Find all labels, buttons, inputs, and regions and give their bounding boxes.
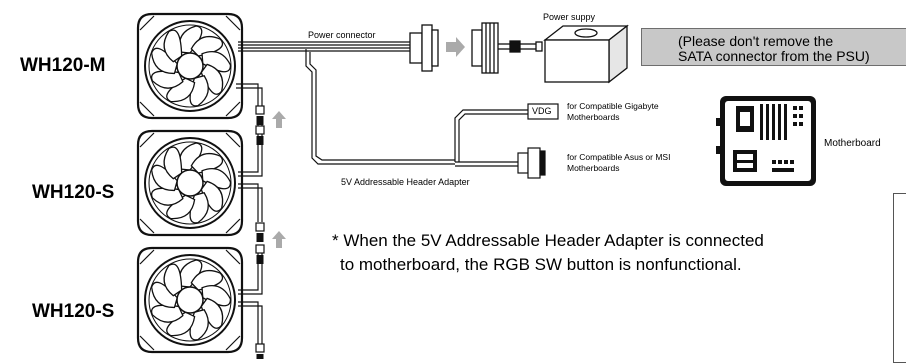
fan-slave-2-icon	[136, 246, 244, 354]
chain-connector-icon	[255, 105, 265, 126]
chain-connector-icon	[255, 125, 265, 146]
gigabyte-label: for Compatible Gigabyte Motherboards	[567, 101, 659, 123]
motherboard-icon	[716, 96, 816, 186]
warning-line-2: SATA connector from the PSU)	[678, 48, 870, 64]
asus-msi-line-1: for Compatible Asus or MSI	[567, 152, 671, 162]
power-connector-label: Power connector	[308, 30, 376, 40]
header-adapter-cable	[305, 49, 530, 167]
fan-master-icon	[136, 12, 244, 120]
warning-line-1: (Please don't remove the	[678, 33, 834, 49]
power-supply-icon	[543, 24, 629, 84]
header-adapter-label: 5V Addressable Header Adapter	[341, 177, 470, 187]
right-arrow-icon	[446, 37, 465, 57]
fan-master-label: WH120-M	[20, 55, 106, 76]
note-line-1: * When the 5V Addressable Header Adapter…	[332, 231, 764, 250]
gigabyte-line-2: Motherboards	[567, 112, 620, 122]
note-line-2: to motherboard, the RGB SW button is non…	[340, 255, 742, 274]
psu-plug-icon	[471, 22, 543, 74]
gigabyte-line-1: for Compatible Gigabyte	[567, 101, 659, 111]
fan-slave-1-label: WH120-S	[32, 182, 115, 203]
sata-connector-icon	[409, 24, 439, 72]
chain-connector-icon	[255, 244, 265, 265]
asus-msi-label: for Compatible Asus or MSI Motherboards	[567, 152, 670, 174]
vdg-connector-icon	[527, 103, 559, 120]
chain-connector-icon	[255, 343, 265, 359]
motherboard-label: Motherboard	[824, 138, 881, 149]
up-arrow-icon	[272, 231, 286, 248]
up-arrow-icon	[272, 111, 286, 128]
fan-slave-1-icon	[136, 129, 244, 237]
warning-box: (Please don't remove the SATA connector …	[641, 28, 906, 66]
chain-connector-icon	[255, 222, 265, 243]
warning-text: (Please don't remove the SATA connector …	[678, 34, 870, 64]
asus-msi-connector-icon	[517, 147, 546, 179]
vdg-label: VDG	[532, 106, 552, 116]
power-supply-label: Power suppy	[543, 12, 596, 22]
power-connector-cable	[238, 41, 410, 52]
side-panel-frame	[893, 193, 906, 363]
asus-msi-line-2: Motherboards	[567, 163, 620, 173]
fan-slave-2-label: WH120-S	[32, 301, 115, 322]
